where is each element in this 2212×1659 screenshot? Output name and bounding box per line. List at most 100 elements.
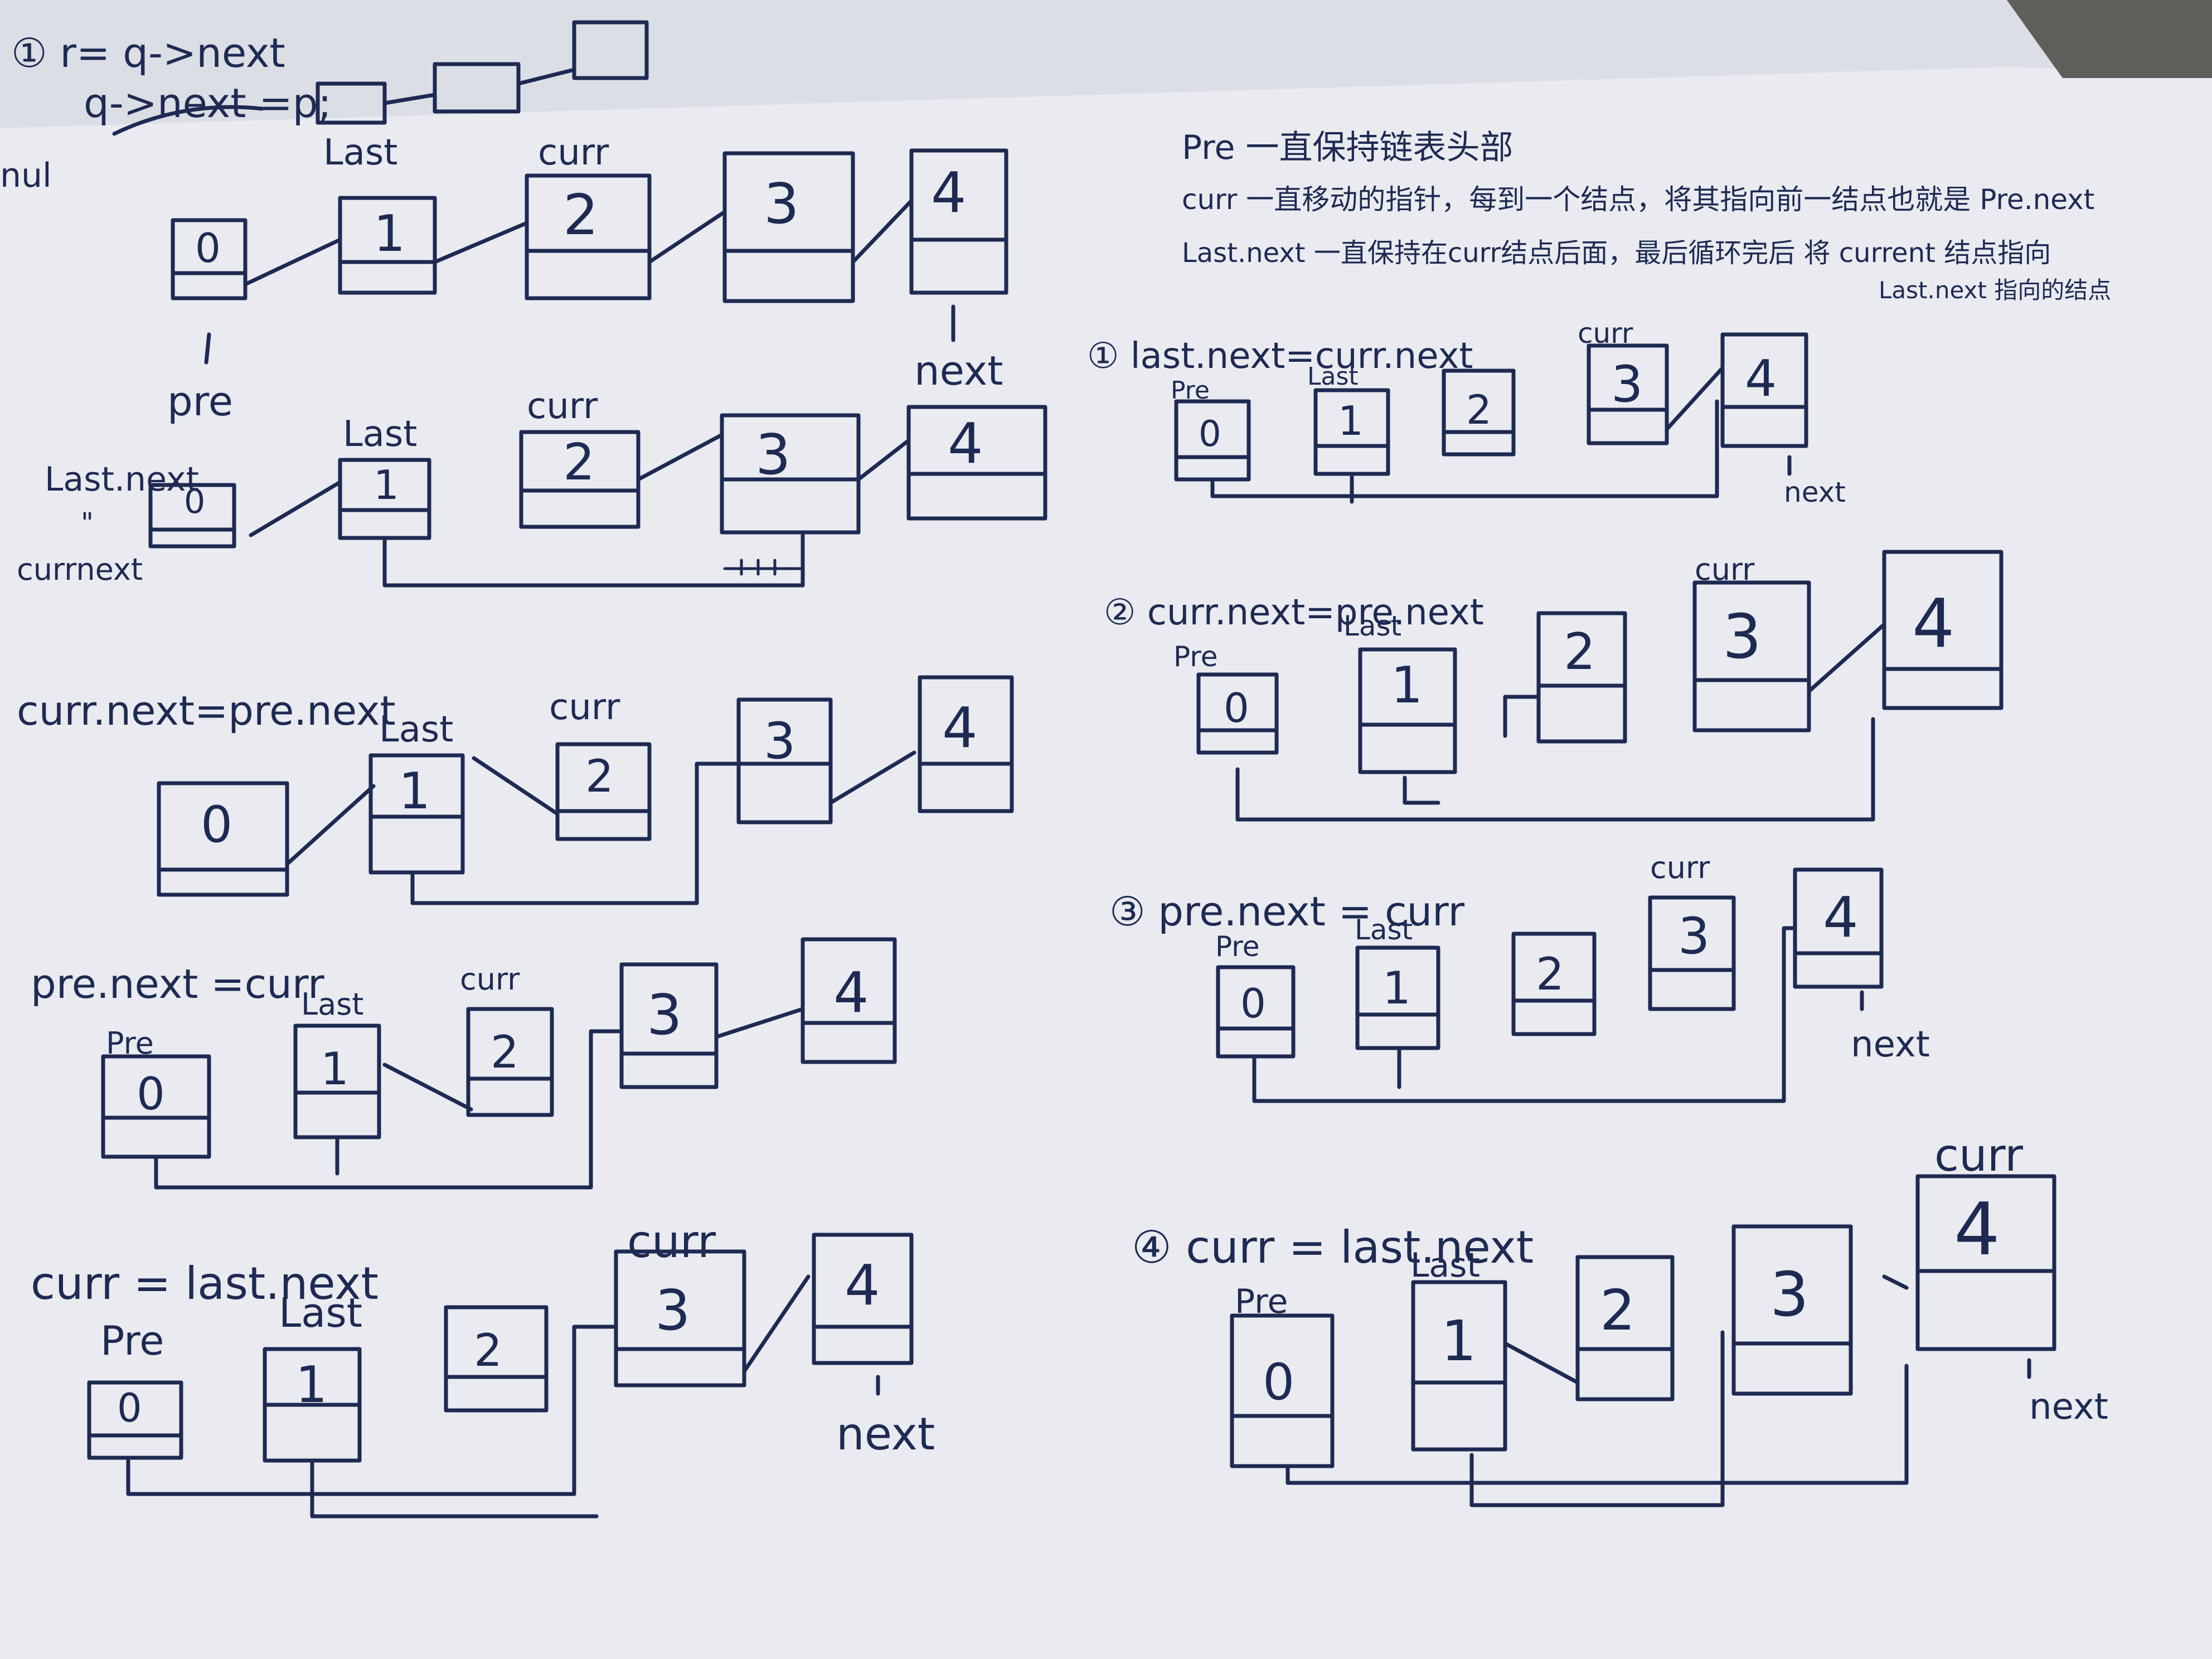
step-text: ② curr.next=pre.next [1104,592,1484,633]
label-quote: " [81,507,94,539]
node-2: 2 [563,433,595,492]
label-last: Last [343,414,417,455]
left-diagram-step-2: curr.next=pre.next Last curr 0 1 2 3 4 [17,675,1014,905]
step-text: ③ pre.next = curr [1109,888,1465,935]
label-curr: curr [549,687,620,728]
left-diagram-step-3: pre.next =curr Pre Last curr 0 1 2 3 4 [31,937,897,1190]
label-pre: Pre [1173,641,1218,673]
label-last: Last [323,132,397,173]
label-last: Last [379,709,453,750]
title-line-1: ① r= q->next [11,30,285,76]
node-0: 0 [1240,980,1266,1027]
node-4: 4 [1745,350,1777,408]
step-text: pre.next =curr [31,961,324,1007]
label-curr: curr [1934,1129,2023,1181]
title-underline-arrow [112,105,264,136]
label-last: Last [1355,914,1413,946]
node-3: 3 [1611,355,1643,414]
label-last: Last [1410,1246,1480,1285]
node-4: 4 [948,411,983,476]
label-curr: curr [538,132,609,173]
node-4: 4 [1954,1187,2000,1272]
step-text: curr = last.next [31,1258,379,1309]
node-1: 1 [1391,656,1423,715]
title-line-2: q->next =p; [84,80,332,127]
corner-label: nul [0,156,52,195]
node-1: 1 [373,205,405,263]
label-next: next [836,1408,935,1460]
label-next: next [914,347,1003,394]
label-next: next [1784,476,1846,508]
node-0: 0 [1224,685,1249,731]
node-2: 2 [1466,386,1492,433]
label-last: Last [301,987,363,1022]
node-4: 4 [1912,585,1954,663]
label-curr: curr [1650,850,1710,885]
label-last-next: Last.next [45,460,199,499]
legend-line-3: Last.next 一直保持在curr结点后面，最后循环完后 将 current… [1182,237,2051,269]
right-diagram-step-1: ① last.next=curr.next Pre Last curr 0 1 … [1087,317,1846,508]
node-3: 3 [1678,907,1710,966]
legend-line-1: Pre 一直保持链表头部 [1182,128,1513,167]
node-0: 0 [195,225,221,271]
node-1: 1 [321,1043,349,1095]
node-2: 2 [1536,948,1564,1000]
legend-line-2: curr 一直移动的指针，每到一个结点，将其指向前一结点也就是 Pre.next [1182,183,2094,216]
node-4: 4 [931,160,967,225]
node-1: 1 [373,462,399,508]
label-pre: Pre [1215,930,1260,963]
label-next: next [1851,1024,1930,1065]
node-0: 0 [117,1385,142,1431]
node-3: 3 [647,982,682,1047]
label-last: Last [1343,610,1401,642]
node-3: 3 [755,422,791,487]
label-next: next [2029,1386,2108,1428]
label-last: Last [279,1289,362,1336]
label-pre: Pre [100,1317,164,1364]
node-4: 4 [942,695,978,760]
node-2: 2 [563,182,599,248]
label-last: Last [1307,362,1359,391]
node-3: 3 [655,1278,691,1343]
title-mini-list [316,20,649,125]
node-0: 0 [1199,414,1221,455]
node-0: 0 [184,482,205,521]
label-curr: curr [460,962,520,997]
label-currnext: currnext [17,552,143,587]
node-4: 4 [845,1253,880,1318]
legend: Pre 一直保持链表头部 curr 一直移动的指针，每到一个结点，将其指向前一结… [1182,128,2111,304]
node-0: 0 [1263,1353,1294,1411]
left-diagram-step-1: Last.next " currnext Last curr 0 1 2 3 4 [17,386,1047,588]
legend-line-4: Last.next 指向的结点 [1879,276,2111,304]
step-text: ④ curr = last.next [1132,1221,1534,1273]
node-2: 2 [1600,1278,1636,1343]
label-curr: curr [627,1216,716,1268]
node-2: 2 [1564,623,1595,681]
node-1: 1 [399,762,430,821]
node-4: 4 [1823,885,1859,950]
node-2: 2 [491,1026,519,1078]
right-diagram-step-2: ② curr.next=pre.next Pre Last curr 0 1 2… [1104,550,2004,822]
node-2: 2 [474,1325,502,1376]
paper-sheet [0,67,2212,1659]
left-diagram-step-4: curr = last.next Pre Last curr 0 1 2 3 4… [31,1216,935,1519]
node-1: 1 [1382,962,1411,1014]
node-3: 3 [764,171,799,236]
left-diagram-initial: Last curr 0 1 2 3 4 pre next [167,132,1008,425]
step-text: ① last.next=curr.next [1087,336,1473,377]
node-1: 1 [1338,397,1364,444]
step-text: curr.next=pre.next [17,687,396,734]
node-0: 0 [137,1068,165,1120]
node-4: 4 [833,960,869,1025]
node-3: 3 [764,712,795,770]
right-diagram-step-4: ④ curr = last.next Pre Last curr 0 1 2 3… [1132,1129,2108,1507]
right-diagram-step-3: ③ pre.next = curr Pre Last curr 0 1 2 3 … [1109,850,1930,1103]
node-3: 3 [1723,601,1762,672]
node-1: 1 [295,1356,327,1414]
label-pre: pre [167,378,233,425]
node-0: 0 [201,795,232,854]
node-2: 2 [585,750,614,802]
node-1: 1 [1441,1308,1477,1374]
node-3: 3 [1770,1259,1809,1330]
